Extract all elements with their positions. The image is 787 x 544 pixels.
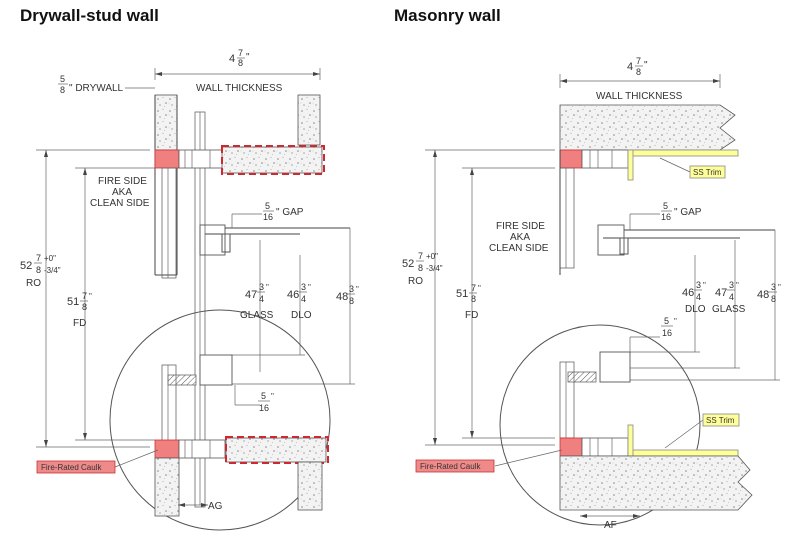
right-fd-suffix: " bbox=[478, 284, 481, 293]
drywall-frac-den: 8 bbox=[60, 85, 65, 95]
left-diagram-title: Drywall-stud wall bbox=[20, 6, 159, 25]
right-wt-den: 8 bbox=[636, 67, 641, 77]
left-ro-minus: -3/4" bbox=[44, 266, 61, 275]
left-fire-side-2: AKA bbox=[112, 187, 132, 198]
left-dlo-suffix: " bbox=[308, 283, 311, 292]
left-dlo-whole: 46 bbox=[287, 289, 299, 301]
left-gap2-num: 5 bbox=[261, 391, 266, 401]
left-wt-den: 8 bbox=[238, 58, 243, 68]
drywall-frac-num: 5 bbox=[60, 74, 65, 84]
right-gap-num: 5 bbox=[663, 201, 668, 211]
right-glass-whole: 47 bbox=[715, 287, 727, 299]
right-gap-den: 16 bbox=[661, 212, 671, 222]
masonry-section bbox=[415, 74, 780, 526]
right-fd-whole: 51 bbox=[456, 288, 468, 300]
right-gap2-suffix: " bbox=[674, 317, 677, 326]
right-h48-num: 3 bbox=[771, 282, 776, 292]
right-gap2-num: 5 bbox=[664, 316, 669, 326]
left-h48-den: 8 bbox=[349, 296, 354, 306]
left-dlo-den: 4 bbox=[301, 294, 306, 304]
drywall-section bbox=[36, 68, 355, 531]
right-wt-whole: 4 bbox=[627, 61, 633, 73]
left-gap2-suffix: " bbox=[271, 392, 274, 401]
left-dlo-label: DLO bbox=[291, 310, 312, 321]
left-dlo-num: 3 bbox=[301, 282, 306, 292]
right-h48-whole: 48 bbox=[757, 289, 769, 301]
left-ro-plus: +0" bbox=[44, 254, 56, 263]
right-fd-num: 7 bbox=[471, 283, 476, 293]
right-h48-suffix: " bbox=[778, 283, 781, 292]
left-glass-den: 4 bbox=[259, 294, 264, 304]
left-ag-label: AG bbox=[208, 501, 223, 512]
left-glass-suffix: " bbox=[266, 283, 269, 292]
right-ro-whole: 52 bbox=[402, 258, 414, 270]
right-gap2-den: 16 bbox=[662, 328, 672, 338]
left-wt-suffix: " bbox=[246, 52, 250, 63]
right-ss-trim-bottom: SS Trim bbox=[706, 416, 735, 425]
left-ro-label: RO bbox=[26, 278, 41, 289]
left-glass-whole: 47 bbox=[245, 289, 257, 301]
right-wt-suffix: " bbox=[644, 60, 648, 71]
left-h48-suffix: " bbox=[356, 285, 359, 294]
right-ro-plus: +0" bbox=[426, 252, 438, 261]
right-ro-num: 7 bbox=[418, 251, 423, 261]
right-wt-label: WALL THICKNESS bbox=[596, 91, 683, 102]
right-caulk-label: Fire-Rated Caulk bbox=[420, 462, 481, 471]
right-dlo-label: DLO bbox=[685, 304, 706, 315]
left-gap2-den: 16 bbox=[259, 403, 269, 413]
right-ro-label: RO bbox=[408, 276, 423, 287]
left-fd-whole: 51 bbox=[67, 296, 79, 308]
left-ro-den: 8 bbox=[36, 265, 41, 275]
right-h48-den: 8 bbox=[771, 294, 776, 304]
right-glass-suffix: " bbox=[736, 281, 739, 290]
right-glass-num: 3 bbox=[729, 280, 734, 290]
right-fd-den: 8 bbox=[471, 294, 476, 304]
left-gap-num: 5 bbox=[265, 201, 270, 211]
right-dlo-whole: 46 bbox=[682, 287, 694, 299]
left-gap-den: 16 bbox=[263, 212, 273, 222]
left-fd-label: FD bbox=[73, 318, 86, 329]
left-fire-side-3: CLEAN SIDE bbox=[90, 198, 150, 209]
right-dlo-den: 4 bbox=[696, 292, 701, 302]
right-dlo-suffix: " bbox=[703, 281, 706, 290]
left-ro-num: 7 bbox=[36, 253, 41, 263]
right-dlo-num: 3 bbox=[696, 280, 701, 290]
right-fire-side-2: AKA bbox=[510, 232, 530, 243]
right-glass-den: 4 bbox=[729, 292, 734, 302]
right-ro-minus: -3/4" bbox=[426, 264, 443, 273]
right-diagram-title: Masonry wall bbox=[394, 6, 501, 25]
right-fire-side-3: CLEAN SIDE bbox=[489, 243, 549, 254]
right-af-label: AF bbox=[604, 520, 617, 531]
drywall-label: " DRYWALL bbox=[69, 83, 124, 94]
left-fire-side-1: FIRE SIDE bbox=[98, 176, 147, 187]
left-gap-label: " GAP bbox=[276, 207, 304, 218]
left-wt-label: WALL THICKNESS bbox=[196, 83, 283, 94]
left-wt-num: 7 bbox=[238, 48, 243, 58]
left-glass-label: GLASS bbox=[240, 310, 274, 321]
right-fire-side-1: FIRE SIDE bbox=[496, 221, 545, 232]
right-fd-label: FD bbox=[465, 310, 478, 321]
left-caulk-label: Fire-Rated Caulk bbox=[41, 463, 102, 472]
left-ro-whole: 52 bbox=[20, 260, 32, 272]
left-wt-whole: 4 bbox=[229, 53, 235, 65]
left-glass-num: 3 bbox=[259, 282, 264, 292]
right-gap-label: " GAP bbox=[674, 207, 702, 218]
left-fd-den: 8 bbox=[82, 302, 87, 312]
left-fd-num: 7 bbox=[82, 291, 87, 301]
right-glass-label: GLASS bbox=[712, 304, 746, 315]
left-h48-whole: 48 bbox=[336, 291, 348, 303]
right-ss-trim-top: SS Trim bbox=[693, 168, 722, 177]
left-h48-num: 3 bbox=[349, 284, 354, 294]
left-fd-suffix: " bbox=[89, 292, 92, 301]
right-wt-num: 7 bbox=[636, 56, 641, 66]
right-ro-den: 8 bbox=[418, 263, 423, 273]
